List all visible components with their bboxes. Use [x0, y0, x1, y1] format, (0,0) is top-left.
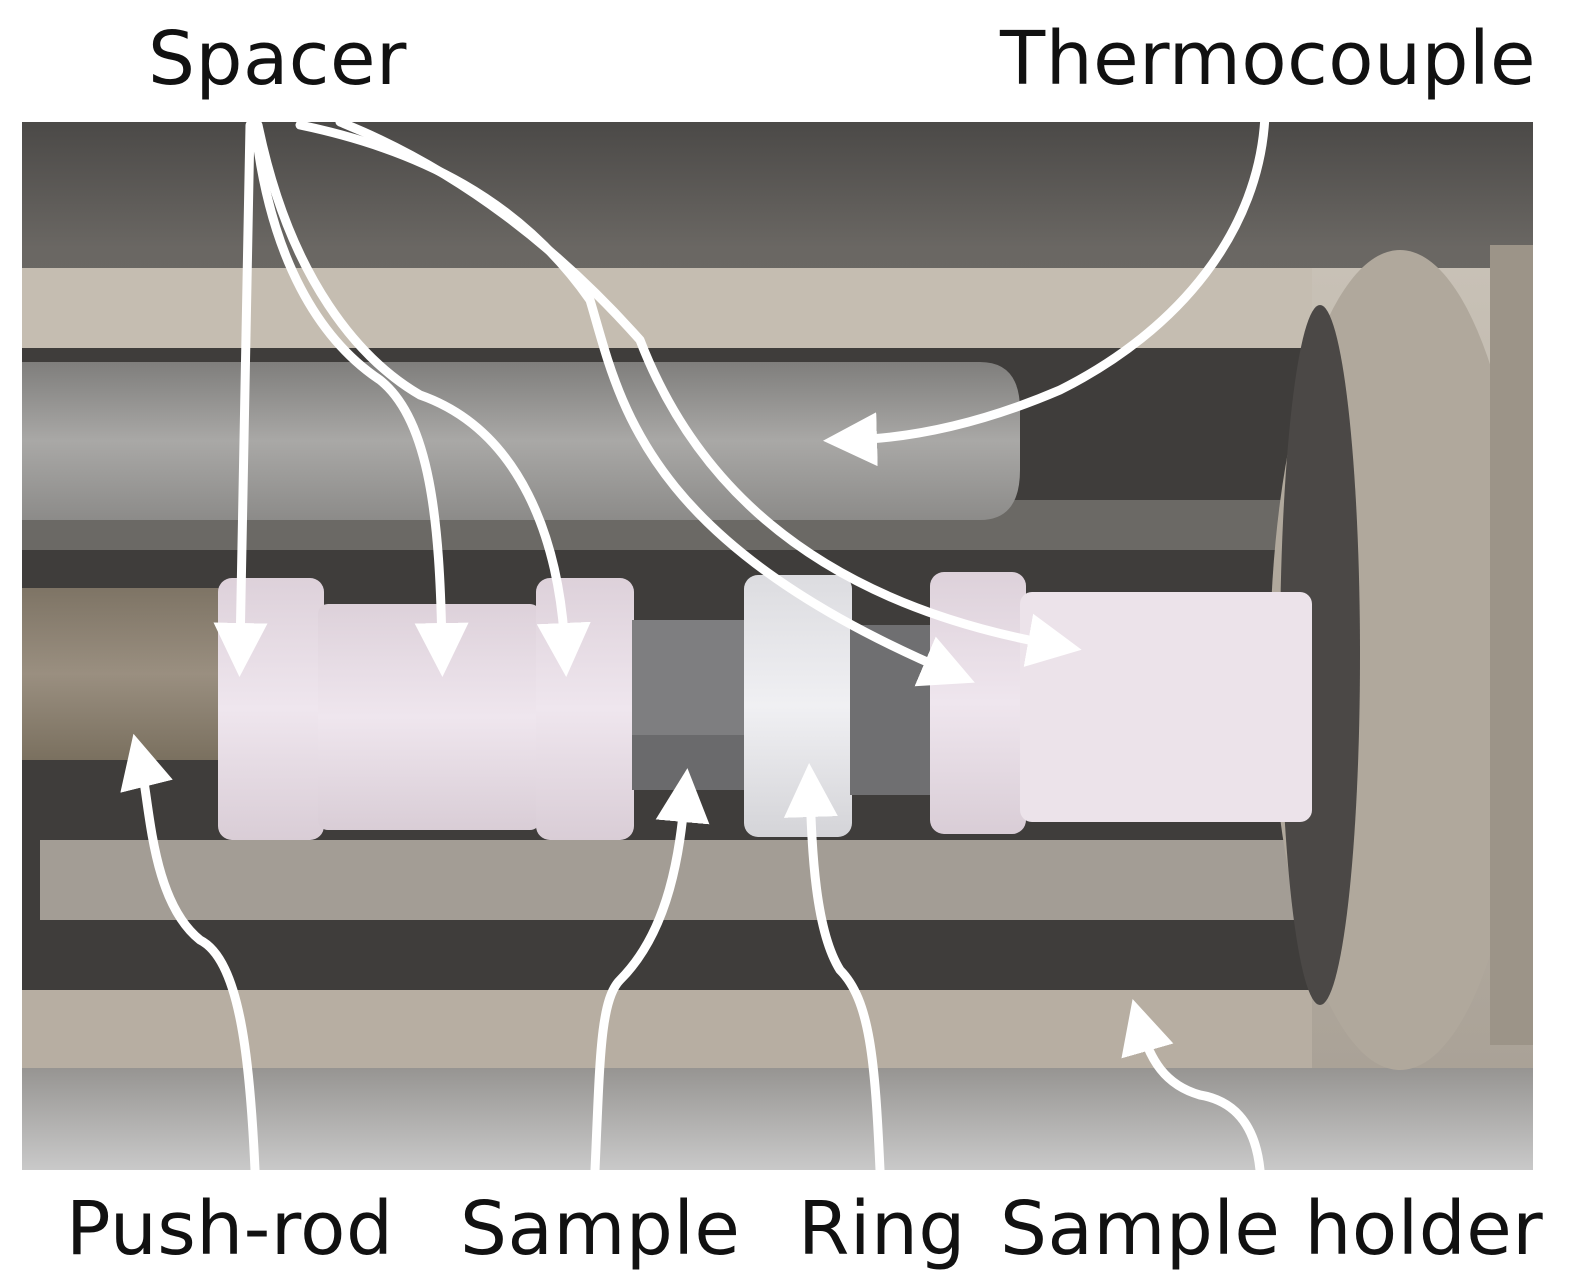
spacer-arrow-1 [213, 120, 268, 677]
sample-holder-bottom-edge [22, 990, 1312, 1068]
thermocouple-rod [22, 362, 1020, 520]
sample-block-lower [632, 735, 744, 790]
sample-holder-arrow [1121, 999, 1265, 1175]
push-rod-label: Push-rod [66, 1186, 394, 1272]
spacer-5-long [1020, 592, 1312, 822]
spacer-arrow-5 [335, 117, 1082, 667]
spacer-arrow-3 [253, 120, 591, 677]
spacer-1 [218, 578, 324, 840]
sample-block-2 [850, 625, 932, 795]
spacer-label: Spacer [148, 16, 407, 102]
spacer-4 [930, 572, 1026, 834]
thermocouple-label: Thermocouple [1000, 16, 1537, 102]
spacer-3 [536, 578, 634, 840]
push-rod-shape [22, 588, 232, 760]
end-cap-right [1490, 245, 1533, 1045]
thermocouple-arrow [823, 110, 1270, 467]
ring-arrow [783, 763, 885, 1175]
sample-arrow [590, 768, 710, 1175]
ring-label: Ring [798, 1186, 966, 1272]
sample-holder-label: Sample holder [1000, 1186, 1544, 1272]
end-cap-inner [1280, 305, 1360, 1005]
sample-label: Sample [460, 1186, 741, 1272]
push-rod-arrow [120, 733, 260, 1175]
sample-holder-top-edge [22, 268, 1312, 348]
spacer-arrow-2 [250, 120, 469, 677]
annotation-arrows [120, 110, 1270, 1175]
spacer-2-long [318, 604, 540, 830]
